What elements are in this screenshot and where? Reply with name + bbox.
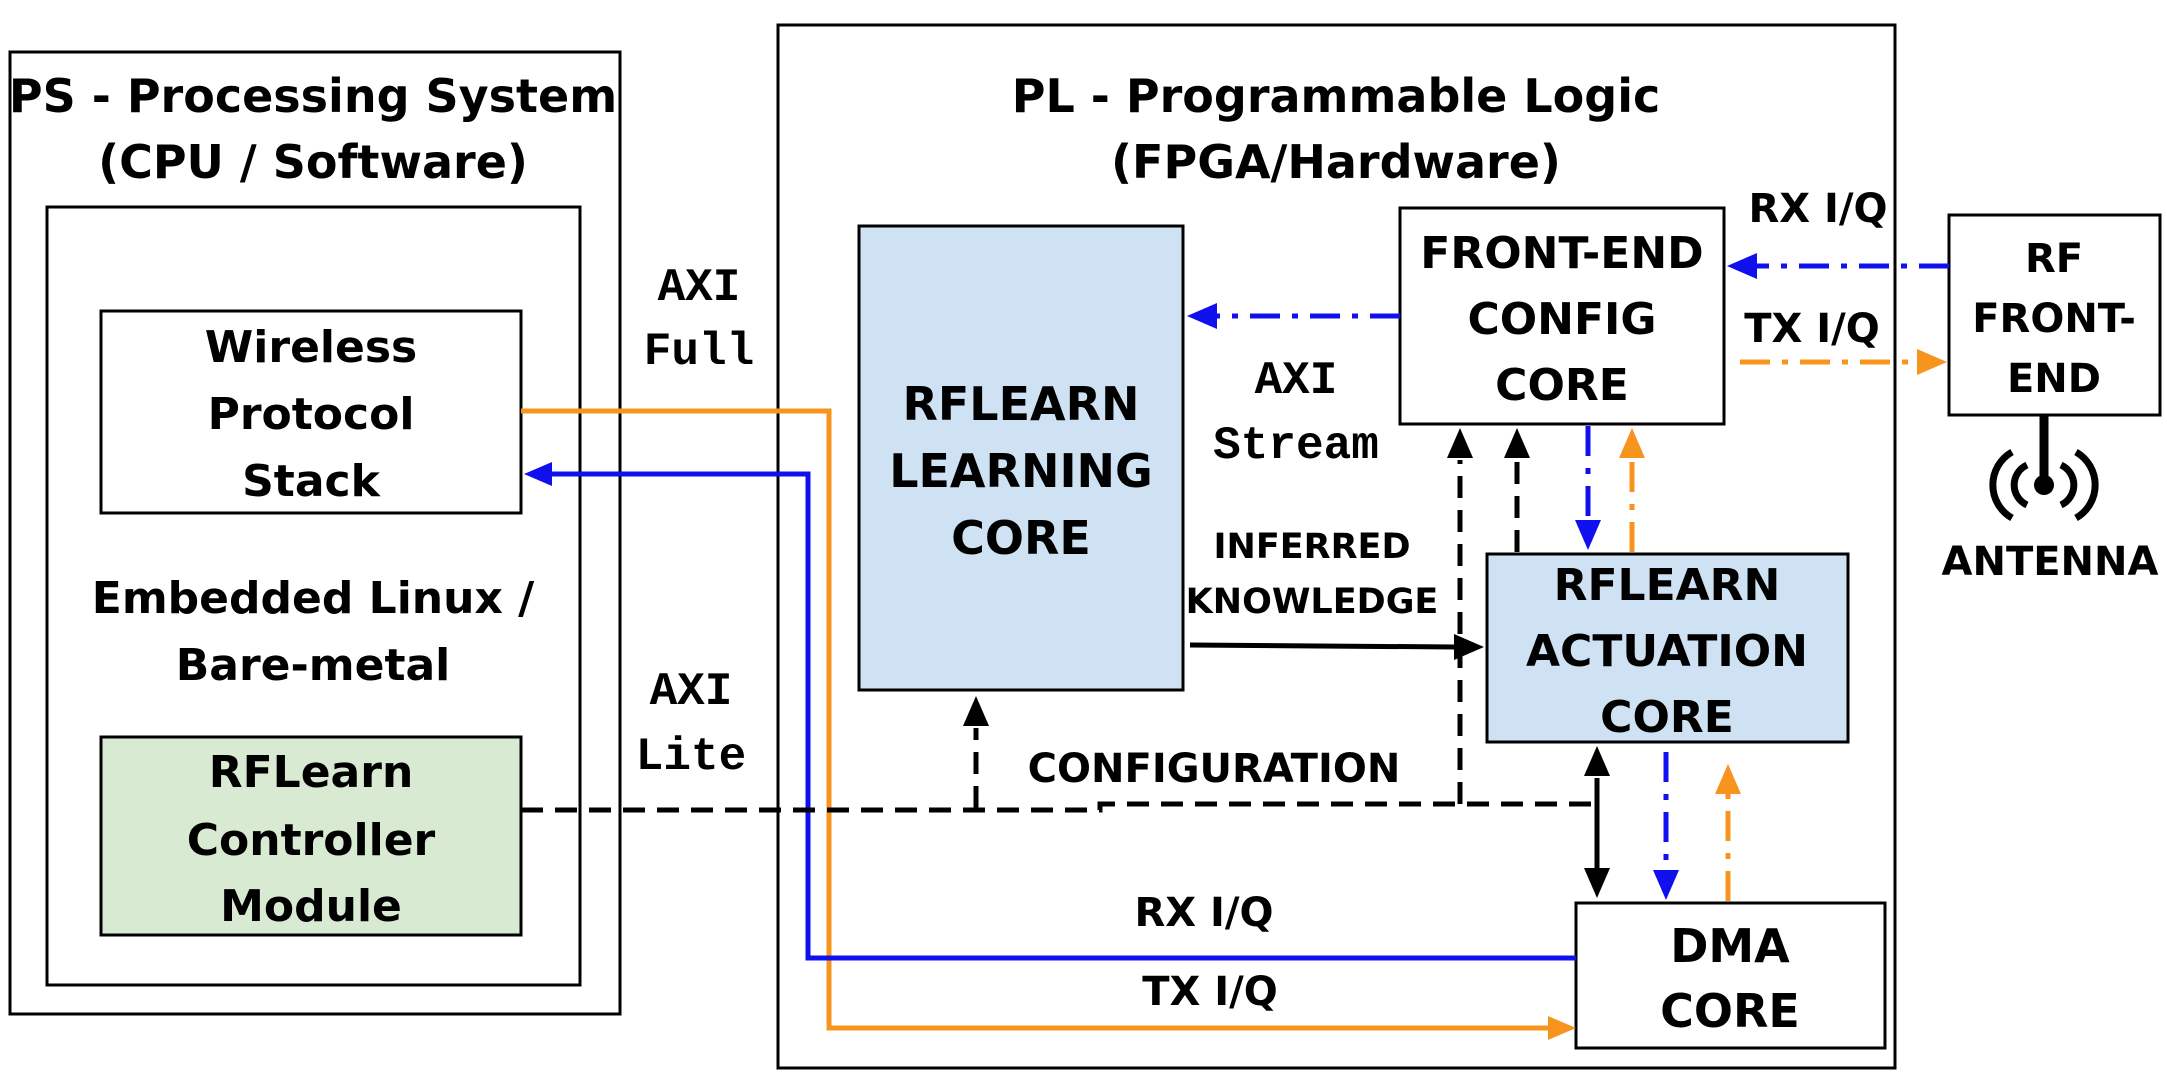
wireless-protocol-stack-box	[99, 309, 523, 515]
learning-core-line1: RFLEARN	[902, 377, 1139, 431]
rf-frontend-line1: RF	[2025, 236, 2083, 282]
axi-lite-label-2: Lite	[636, 731, 746, 783]
embedded-os-line1: Embedded Linux /	[92, 573, 535, 624]
actuation-core-box	[1485, 552, 1850, 744]
actuation-dma-control-arrow	[1584, 746, 1610, 898]
learning-core-box	[857, 224, 1185, 692]
embedded-os-line2: Bare-metal	[176, 640, 451, 691]
axi-stream-arrow	[1187, 303, 1400, 329]
wireless-stack-line1: Wireless	[205, 322, 417, 373]
learning-core-line3: CORE	[951, 511, 1091, 565]
actuation-core-line3: CORE	[1600, 692, 1734, 743]
dma-to-actuation-tx-arrow	[1715, 764, 1741, 901]
actuation-core-line1: RFLEARN	[1554, 560, 1781, 611]
pl-title: PL - Programmable Logic	[1012, 69, 1661, 123]
tx-iq-path	[521, 408, 1576, 1040]
rx-iq-top-arrow	[1727, 253, 1949, 279]
actuation-to-dma-rx-arrow	[1653, 752, 1679, 900]
pl-box	[776, 23, 1897, 1070]
inferred-label-2: KNOWLEDGE	[1186, 582, 1439, 622]
wireless-stack-line2: Protocol	[208, 389, 415, 440]
learning-core-line2: LEARNING	[889, 444, 1153, 498]
actuation-to-config-tx-arrow	[1619, 428, 1645, 552]
dma-core-line1: DMA	[1670, 919, 1790, 973]
axi-full-label-2: Full	[644, 326, 754, 378]
tx-iq-top-label: TX I/Q	[1744, 306, 1880, 352]
inferred-knowledge-arrow	[1189, 634, 1484, 660]
antenna-label: ANTENNA	[1942, 539, 2159, 585]
frontend-config-line2: CONFIG	[1467, 294, 1656, 345]
frontend-config-core-box	[1398, 206, 1726, 426]
pl-subtitle: (FPGA/Hardware)	[1111, 135, 1561, 189]
rx-iq-path	[524, 462, 1576, 961]
tx-iq-top-arrow	[1740, 349, 1947, 375]
rx-iq-bottom-label: RX I/Q	[1134, 890, 1273, 936]
rf-frontend-line2: FRONT-	[1972, 296, 2136, 342]
axi-lite-label-1: AXI	[650, 666, 733, 718]
rf-frontend-line3: END	[2007, 356, 2101, 402]
ps-subtitle: (CPU / Software)	[98, 135, 528, 189]
axi-stream-label-1: AXI	[1255, 355, 1338, 407]
ps-title: PS - Processing System	[9, 69, 617, 123]
frontend-config-line3: CORE	[1495, 360, 1629, 411]
configuration-label: CONFIGURATION	[1028, 746, 1401, 792]
rf-frontend-box	[1947, 213, 2162, 417]
axi-stream-label-2: Stream	[1213, 420, 1379, 472]
axi-full-label-1: AXI	[658, 262, 741, 314]
config-to-actuation-rx-arrow	[1575, 426, 1601, 550]
controller-module-box	[99, 735, 523, 937]
inferred-label-1: INFERRED	[1214, 527, 1411, 567]
antenna-icon	[1989, 415, 2099, 522]
frontend-config-line1: FRONT-END	[1420, 228, 1703, 279]
actuation-core-line2: ACTUATION	[1526, 626, 1808, 677]
controller-line3: Module	[220, 881, 402, 932]
rx-iq-top-label: RX I/Q	[1748, 186, 1887, 232]
controller-line2: Controller	[187, 815, 436, 866]
controller-line1: RFLearn	[209, 747, 414, 798]
wireless-stack-line3: Stack	[242, 456, 381, 507]
tx-iq-bottom-label: TX I/Q	[1142, 969, 1278, 1015]
configuration-bus	[521, 428, 1600, 813]
dma-core-box	[1574, 901, 1887, 1050]
dma-core-line2: CORE	[1660, 984, 1800, 1038]
